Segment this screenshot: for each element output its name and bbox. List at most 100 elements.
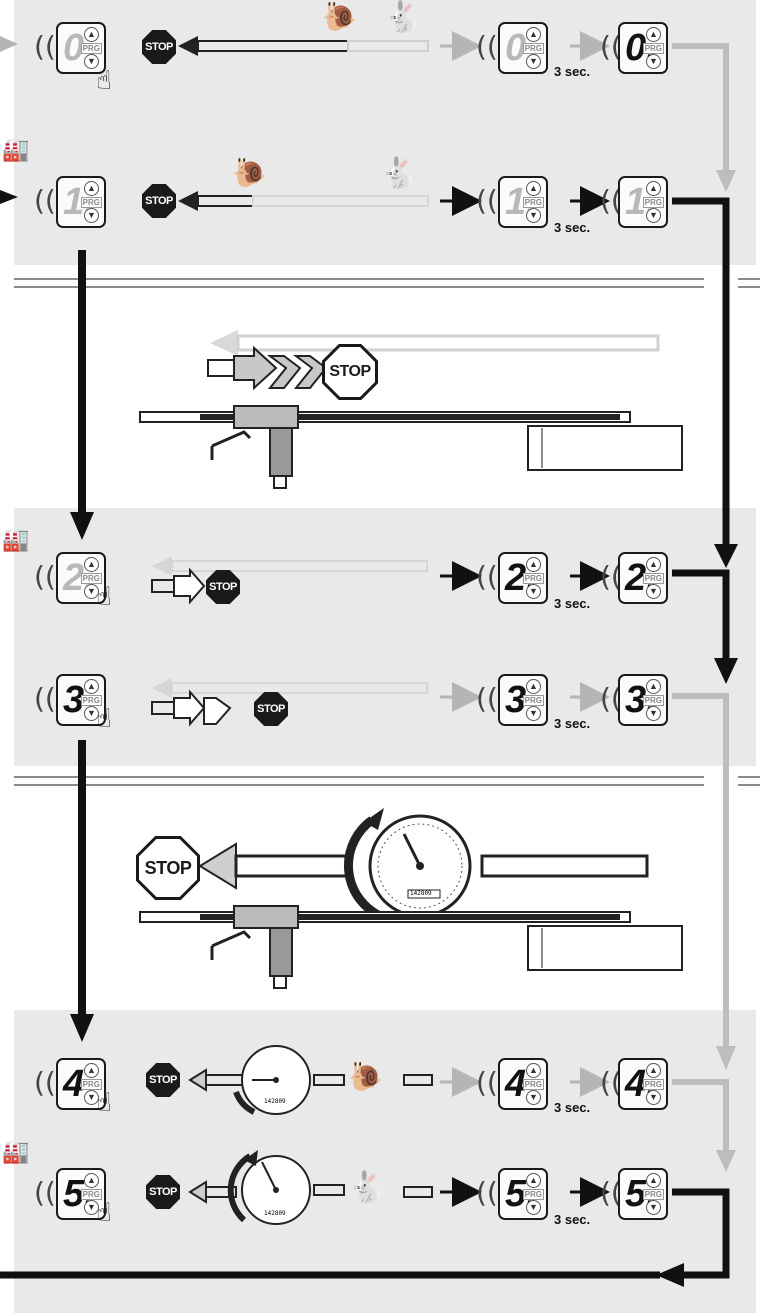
right-flow-grey-4 [672,1079,729,1152]
up-button[interactable]: ▲ [84,679,99,694]
signal-waves-icon: (( [34,682,56,715]
down-button[interactable]: ▼ [646,1200,661,1215]
down-button[interactable]: ▼ [526,706,541,721]
prg-button[interactable]: PRG [80,695,102,706]
keypad-display: 5. ▲ PRG ▼ [56,1168,106,1220]
signal-waves-icon: (( [600,560,622,593]
hare-icon: 🐇 [380,156,418,191]
prg-button[interactable]: PRG [642,573,664,584]
stop-sign-icon: STOP [142,184,176,218]
up-button[interactable]: ▲ [526,1063,541,1078]
up-button[interactable]: ▲ [84,181,99,196]
prg-button[interactable]: PRG [522,573,544,584]
up-button[interactable]: ▲ [84,557,99,572]
down-button[interactable]: ▼ [646,1090,661,1105]
prg-button[interactable]: PRG [80,197,102,208]
down-button[interactable]: ▼ [84,1200,99,1215]
prg-button[interactable]: PRG [80,1189,102,1200]
down-button[interactable]: ▼ [84,706,99,721]
prg-button[interactable]: PRG [522,1079,544,1090]
separator [14,286,704,288]
prg-button[interactable]: PRG [522,695,544,706]
keypad-display: 0 ▲ PRG ▼ [498,22,548,74]
chain-row1 [178,191,429,211]
finger-press-icon: ☝ [96,66,112,96]
prg-button[interactable]: PRG [80,573,102,584]
down-button[interactable]: ▼ [526,1200,541,1215]
stop-sign-icon: STOP [136,836,200,900]
up-button[interactable]: ▲ [646,27,661,42]
duration-label: 3 sec. [554,220,591,235]
down-button[interactable]: ▼ [84,208,99,223]
signal-waves-icon: (( [600,1066,622,1099]
signal-waves-icon: (( [600,682,622,715]
down-button[interactable]: ▼ [526,584,541,599]
down-button[interactable]: ▼ [84,584,99,599]
up-button[interactable]: ▲ [646,557,661,572]
down-button[interactable]: ▼ [526,1090,541,1105]
right-flow-black-1 [672,197,730,548]
down-button[interactable]: ▼ [646,706,661,721]
finger-press-icon: ☝ [96,582,112,612]
separator [738,286,760,288]
prg-button[interactable]: PRG [642,1079,664,1090]
keypad-display: 2. ▲ PRG ▼ [618,552,668,604]
prg-button[interactable]: PRG [80,1079,102,1090]
chain-row2 [151,556,428,605]
keypad-display: 2. ▲ PRG ▼ [498,552,548,604]
stop-sign-icon: STOP [146,1175,180,1209]
factory-icon: 🏭 [2,528,30,553]
prg-button[interactable]: PRG [642,43,664,54]
signal-waves-icon: (( [476,560,498,593]
up-button[interactable]: ▲ [526,557,541,572]
keypad-display: 1. ▲ PRG ▼ [56,176,106,228]
down-button[interactable]: ▼ [84,1090,99,1105]
up-button[interactable]: ▲ [526,1173,541,1188]
stop-sign-icon: STOP [254,692,288,726]
keypad-display: 5. ▲ PRG ▼ [498,1168,548,1220]
prg-button[interactable]: PRG [642,1189,664,1200]
stop-sign-icon: STOP [142,30,176,64]
right-flow-grey-0 [672,43,729,172]
down-button[interactable]: ▼ [646,584,661,599]
down-button[interactable]: ▼ [526,54,541,69]
prg-button[interactable]: PRG [80,43,102,54]
down-button[interactable]: ▼ [84,54,99,69]
down-button[interactable]: ▼ [646,208,661,223]
signal-waves-icon: (( [476,1176,498,1209]
up-button[interactable]: ▲ [646,1063,661,1078]
signal-waves-icon: (( [600,30,622,63]
keypad-display: 2. ▲ PRG ▼ [56,552,106,604]
right-flow-black-2 [672,569,730,660]
prg-button[interactable]: PRG [522,1189,544,1200]
keypad-display: 0. ▲ PRG ▼ [618,22,668,74]
up-button[interactable]: ▲ [646,1173,661,1188]
signal-waves-icon: (( [476,1066,498,1099]
duration-label: 3 sec. [554,716,591,731]
prg-button[interactable]: PRG [642,695,664,706]
signal-waves-icon: (( [476,682,498,715]
up-button[interactable]: ▲ [646,181,661,196]
up-button[interactable]: ▲ [526,679,541,694]
display-digit: 0 [505,27,527,69]
up-button[interactable]: ▲ [526,27,541,42]
prg-button[interactable]: PRG [522,197,544,208]
display-digit: 4 [505,1063,527,1105]
signal-waves-icon: (( [34,560,56,593]
up-button[interactable]: ▲ [84,27,99,42]
down-button[interactable]: ▼ [526,208,541,223]
finger-press-icon: ☝ [96,1198,112,1228]
stop-sign-label: STOP [325,347,375,397]
chain-row0 [178,36,429,56]
up-button[interactable]: ▲ [84,1173,99,1188]
up-button[interactable]: ▲ [84,1063,99,1078]
prg-button[interactable]: PRG [522,43,544,54]
up-button[interactable]: ▲ [646,679,661,694]
hare-icon: 🐇 [384,0,422,35]
up-button[interactable]: ▲ [526,181,541,196]
prg-button[interactable]: PRG [642,197,664,208]
keypad-display: 3 ▲ PRG ▼ [498,674,548,726]
down-button[interactable]: ▼ [646,54,661,69]
stop-sign-icon: STOP [322,344,378,400]
